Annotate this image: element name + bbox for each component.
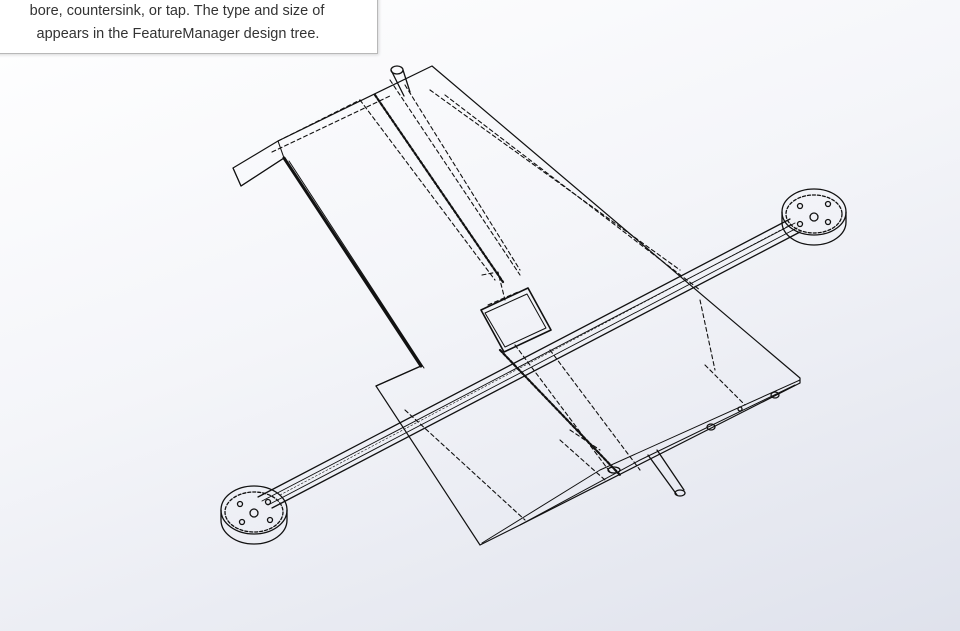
feature-tooltip: bore, countersink, or tap. The type and …	[0, 0, 378, 54]
motor-arm[interactable]	[257, 218, 801, 509]
servo-pocket	[480, 287, 552, 353]
tooltip-line-1: bore, countersink, or tap. The type and …	[29, 3, 325, 19]
rear-dowel	[647, 449, 686, 497]
trailing-edge-holes	[607, 391, 780, 474]
motor-mount-right[interactable]	[781, 188, 847, 246]
wing-panel[interactable]	[232, 65, 801, 546]
tooltip-line-2: appears in the FeatureManager design tre…	[36, 26, 320, 42]
motor-mount-left[interactable]	[220, 485, 288, 545]
top-dowel	[390, 65, 411, 97]
hidden-edges	[271, 79, 746, 521]
